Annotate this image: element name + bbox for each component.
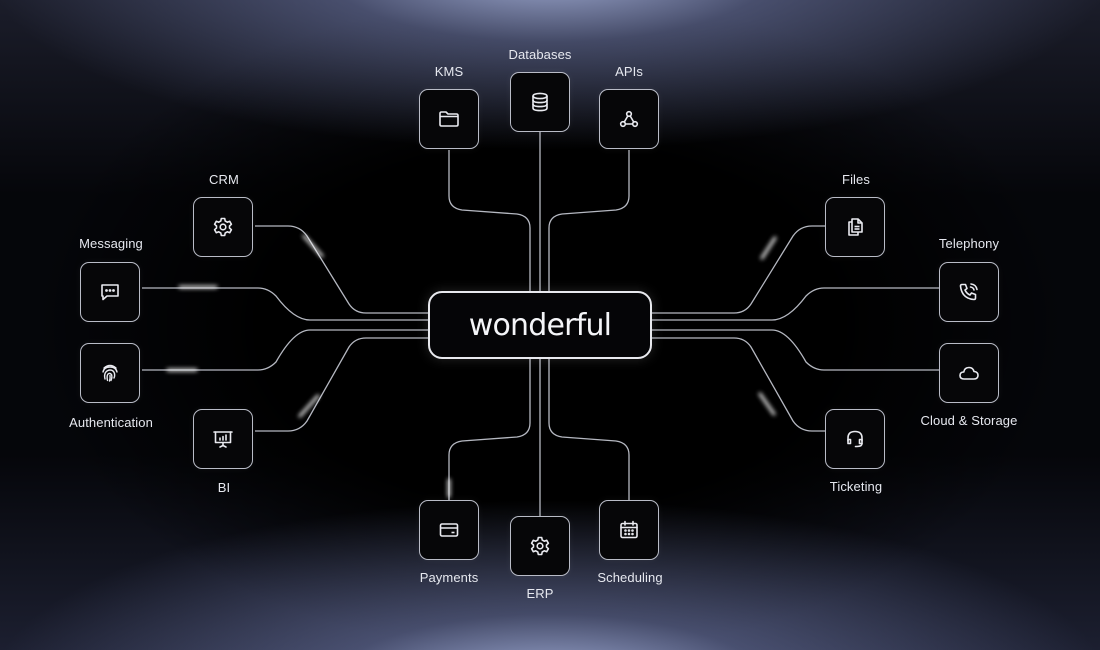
database-icon [532,92,548,112]
node-payments[interactable] [419,500,479,560]
line-glow-highlights [166,234,777,498]
line-telephony [651,287,939,321]
node-label-bi: BI [217,480,231,495]
line-ticketing [651,337,825,432]
calendar-icon [620,520,638,539]
node-label-messaging: Messaging [79,236,143,251]
node-apis[interactable] [599,89,659,149]
gear-icon [213,217,233,237]
node-label-ticketing: Ticketing [829,479,883,494]
folder-icon [439,111,459,127]
node-label-files: Files [842,172,870,187]
line-kms [448,150,531,292]
node-files[interactable] [825,197,885,257]
hub-wonderful[interactable]: wonderful [428,291,652,359]
node-label-telephony: Telephony [938,236,1000,251]
gear-icon [530,536,550,556]
line-files [651,225,825,314]
line-crm [255,225,430,314]
node-label-cloud-storage: Cloud & Storage [920,413,1018,428]
node-label-erp: ERP [526,586,554,601]
cloud-icon [959,366,979,380]
webhook-icon [619,110,639,128]
line-messaging [142,287,430,321]
node-scheduling[interactable] [599,500,659,560]
node-messaging[interactable] [80,262,140,322]
node-label-crm: CRM [209,172,239,187]
node-label-databases: Databases [508,47,572,62]
documents-icon [848,218,863,236]
node-bi[interactable] [193,409,253,469]
node-kms[interactable] [419,89,479,149]
line-cloud [651,329,939,371]
node-databases[interactable] [510,72,570,132]
node-label-kms: KMS [434,64,464,79]
node-ticketing[interactable] [825,409,885,469]
credit-card-icon [439,523,459,537]
line-payments [448,358,531,500]
line-bi [255,337,430,432]
line-scheduling [548,358,630,500]
line-authentication [142,329,430,371]
node-label-authentication: Authentication [69,415,153,430]
node-label-payments: Payments [419,570,479,585]
headset-icon [847,430,863,448]
presentation-chart-icon [213,431,233,448]
node-authentication[interactable] [80,343,140,403]
node-label-scheduling: Scheduling [597,570,663,585]
hub-title: wonderful [468,307,612,343]
node-cloud-storage[interactable] [939,343,999,403]
node-crm[interactable] [193,197,253,257]
node-erp[interactable] [510,516,570,576]
phone-call-icon [959,283,978,301]
node-telephony[interactable] [939,262,999,322]
line-apis [548,150,630,292]
node-label-apis: APIs [615,64,643,79]
chat-bubble-icon [101,284,119,301]
fingerprint-icon [102,364,118,382]
